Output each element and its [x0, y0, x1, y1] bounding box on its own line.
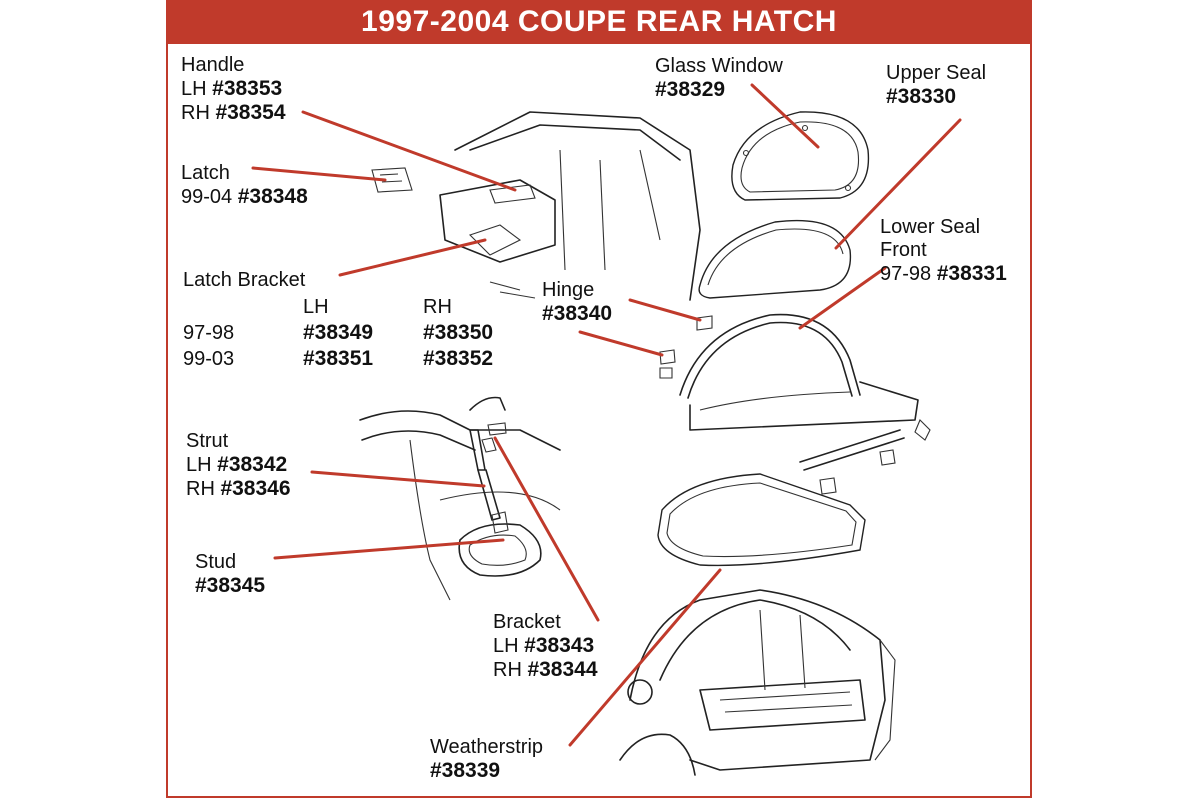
latch-bracket-col-rh: RH: [423, 296, 452, 318]
glass-window-label: Glass Window #38329: [655, 55, 783, 101]
lower-seal-front-label: Lower Seal Front 97-98 #38331: [880, 216, 1007, 285]
lower-seal-leader: [798, 266, 887, 330]
latch-part-number: #38348: [237, 185, 308, 208]
bracket-leader: [493, 436, 600, 622]
bracket-label: Bracket LH #38343 RH #38344: [493, 611, 598, 681]
latch-bracket-col-lh: LH: [303, 296, 329, 318]
latch-bracket-year-1: 97-98: [183, 322, 235, 344]
latch-bracket-lh-97-98: #38349: [303, 321, 374, 344]
bracket-rh-part-number: #38344: [527, 658, 598, 681]
stud-part-number: #38345: [195, 574, 266, 597]
latch-bracket-leader: [338, 238, 487, 277]
rear-body-drawing: [619, 589, 896, 776]
leader-lines: [251, 83, 962, 747]
handle-leader: [301, 110, 517, 192]
stud-label: Stud #38345: [195, 551, 266, 597]
latch-bracket-rh-97-98: #38350: [423, 321, 494, 344]
weatherstrip-leader: [568, 568, 722, 747]
upper-seal-part-number: #38330: [886, 85, 957, 108]
page-title: 1997-2004 COUPE REAR HATCH: [166, 0, 1032, 44]
latch-bracket-lh-99-03: #38351: [303, 347, 374, 370]
strut-rh-part-number: #38346: [220, 477, 291, 500]
hinge-label: Hinge #38340: [542, 279, 613, 325]
hinge-lower-leader: [578, 330, 664, 357]
handle-rh-part-number: #38354: [215, 101, 286, 124]
bracket-lh-part-number: #38343: [524, 634, 595, 657]
lower-seal-drawing: [659, 313, 931, 495]
stud-leader: [273, 538, 505, 560]
hinge-part-number: #38340: [542, 302, 613, 325]
glass-window-drawing: [731, 111, 870, 201]
weatherstrip-part-number: #38339: [430, 759, 501, 782]
hinge-upper-leader: [628, 298, 702, 322]
latch-leader: [251, 166, 387, 182]
upper-seal-leader: [834, 118, 962, 250]
diagram-frame: [166, 0, 1032, 798]
handle-lh-part-number: #38353: [212, 77, 283, 100]
glass-window-part-number: #38329: [655, 78, 726, 101]
latch-bracket-year-2: 99-03: [183, 348, 235, 370]
glass-window-leader: [750, 83, 820, 149]
lower-seal-part-number: #38331: [936, 262, 1007, 285]
upper-seal-label: Upper Seal #38330: [886, 62, 987, 108]
strut-area-drawing: [359, 396, 561, 601]
strut-label: Strut LH #38342 RH #38346: [186, 430, 291, 500]
hatch-frame-drawing: [371, 111, 701, 301]
handle-label: Handle LH #38353 RH #38354: [181, 54, 286, 124]
strut-leader: [310, 470, 486, 488]
latch-bracket-rh-99-03: #38352: [423, 347, 494, 370]
weatherstrip-label: Weatherstrip #38339: [430, 736, 544, 782]
strut-lh-part-number: #38342: [217, 453, 288, 476]
latch-label: Latch 99-04 #38348: [181, 162, 308, 208]
latch-bracket-label: Latch Bracket: [183, 269, 306, 291]
upper-seal-drawing: [698, 219, 852, 299]
weatherstrip-drawing: [657, 473, 866, 567]
